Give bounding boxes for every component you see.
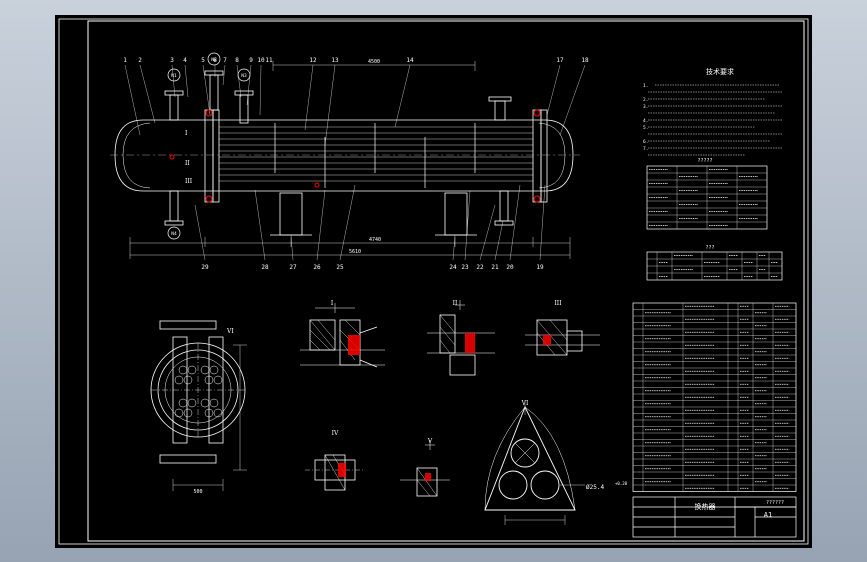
technical-requirements: 技术要求 1. 2. 3. 4. 5. 6. 7. <box>643 67 783 156</box>
part-number: 9 <box>249 57 253 64</box>
view-label-III: III <box>554 300 562 307</box>
detail-V-highlight <box>425 473 431 481</box>
nozzle-marker <box>237 68 251 82</box>
section-dimension: Ø25.4 <box>586 484 604 491</box>
dimension-total: 5610 <box>349 249 361 255</box>
detail-III-highlight <box>543 335 551 345</box>
part-number: 10 <box>257 57 265 64</box>
detail-V <box>400 440 450 497</box>
drawing-sheet: N1 N2 N3 N4 1 2 3 4 5 6 7 8 9 10 11 12 1… <box>55 15 812 548</box>
note-number: 4. <box>643 118 648 124</box>
sheet-size: A1 <box>764 511 772 519</box>
dimension-mid: 4740 <box>369 237 381 243</box>
part-number: 13 <box>331 57 339 64</box>
section-marker-III: III <box>185 178 193 185</box>
drawing-number: ?????? <box>766 500 784 506</box>
part-number: 24 <box>449 264 457 271</box>
detail-I <box>300 303 385 368</box>
parts-list-table <box>632 302 797 492</box>
nozzle-marker-label: N4 <box>171 231 177 237</box>
part-number: 2 <box>138 57 142 64</box>
part-number: 12 <box>309 57 317 64</box>
detail-I-highlight <box>348 335 360 355</box>
view-label-VI: VI <box>226 328 234 335</box>
part-number: 26 <box>313 264 321 271</box>
nozzle-marker-label: N2 <box>211 57 217 63</box>
note-number: 7. <box>643 146 648 152</box>
view-label-II: II <box>453 300 458 307</box>
view-label-IV: IV <box>332 430 339 437</box>
note-number: 2. <box>643 97 648 103</box>
detail-III <box>525 319 600 356</box>
part-number: 23 <box>461 264 469 271</box>
part-number: 29 <box>201 264 209 271</box>
detail-IV-highlight <box>338 463 346 477</box>
part-number: 27 <box>289 264 297 271</box>
note-number: 5. <box>643 125 648 131</box>
part-number: 25 <box>336 264 344 271</box>
design-data-table <box>646 165 768 230</box>
part-number: 7 <box>223 57 227 64</box>
detail-II-highlight <box>465 333 475 353</box>
main-elevation-view <box>110 61 586 261</box>
nozzle-table-caption: ????? <box>697 158 712 164</box>
nozzle-marker-label: N1 <box>171 73 177 79</box>
end-view-dim: 500 <box>193 489 202 495</box>
part-number: 17 <box>556 57 564 64</box>
outer-frame <box>58 18 809 545</box>
section-marker-I: I <box>185 130 188 137</box>
part-number: 1 <box>123 57 127 64</box>
section-dimension-tolerance: +0.20 <box>615 481 628 486</box>
detail-IV <box>305 454 365 491</box>
view-label-I: I <box>331 300 334 307</box>
part-number: 28 <box>261 264 269 271</box>
spec-table-caption: ??? <box>705 245 714 251</box>
part-number: 6 <box>213 57 217 64</box>
note-number: 6. <box>643 139 648 145</box>
dimension-top: 4500 <box>368 59 380 65</box>
table-frame <box>632 302 797 492</box>
part-number: 20 <box>506 264 514 271</box>
tube-layout-detail <box>484 400 585 525</box>
part-number: 14 <box>406 57 414 64</box>
nozzle-marker <box>167 226 181 240</box>
nozzle-marker <box>167 68 181 82</box>
view-label-VI-detail: VI <box>521 400 529 407</box>
section-marker-II: II <box>185 160 190 167</box>
detail-II <box>427 300 495 376</box>
nozzle-marker <box>207 52 221 66</box>
part-number: 5 <box>201 57 205 64</box>
part-number: 3 <box>170 57 174 64</box>
red-markup <box>169 109 541 203</box>
note-number: 1. <box>643 83 648 89</box>
end-view <box>150 320 247 491</box>
view-label-V: V <box>427 438 433 445</box>
part-number: 11 <box>265 57 273 64</box>
title-block <box>632 496 797 538</box>
nozzle-spec-table <box>646 251 783 281</box>
part-number: 18 <box>581 57 589 64</box>
inner-frame <box>87 20 805 542</box>
part-number: 21 <box>491 264 499 271</box>
notes-title: 技术要求 <box>706 67 734 76</box>
heat-exchanger-drawing: N1 N2 N3 N4 1 2 3 4 5 6 7 8 9 10 11 12 1… <box>58 18 809 545</box>
nozzle-marker-label: N3 <box>241 73 247 79</box>
note-number: 3. <box>643 104 648 110</box>
part-number: 22 <box>476 264 484 271</box>
part-number: 19 <box>536 264 544 271</box>
part-number: 8 <box>235 57 239 64</box>
drawing-name: 换热器 <box>695 502 716 511</box>
part-number: 4 <box>183 57 187 64</box>
